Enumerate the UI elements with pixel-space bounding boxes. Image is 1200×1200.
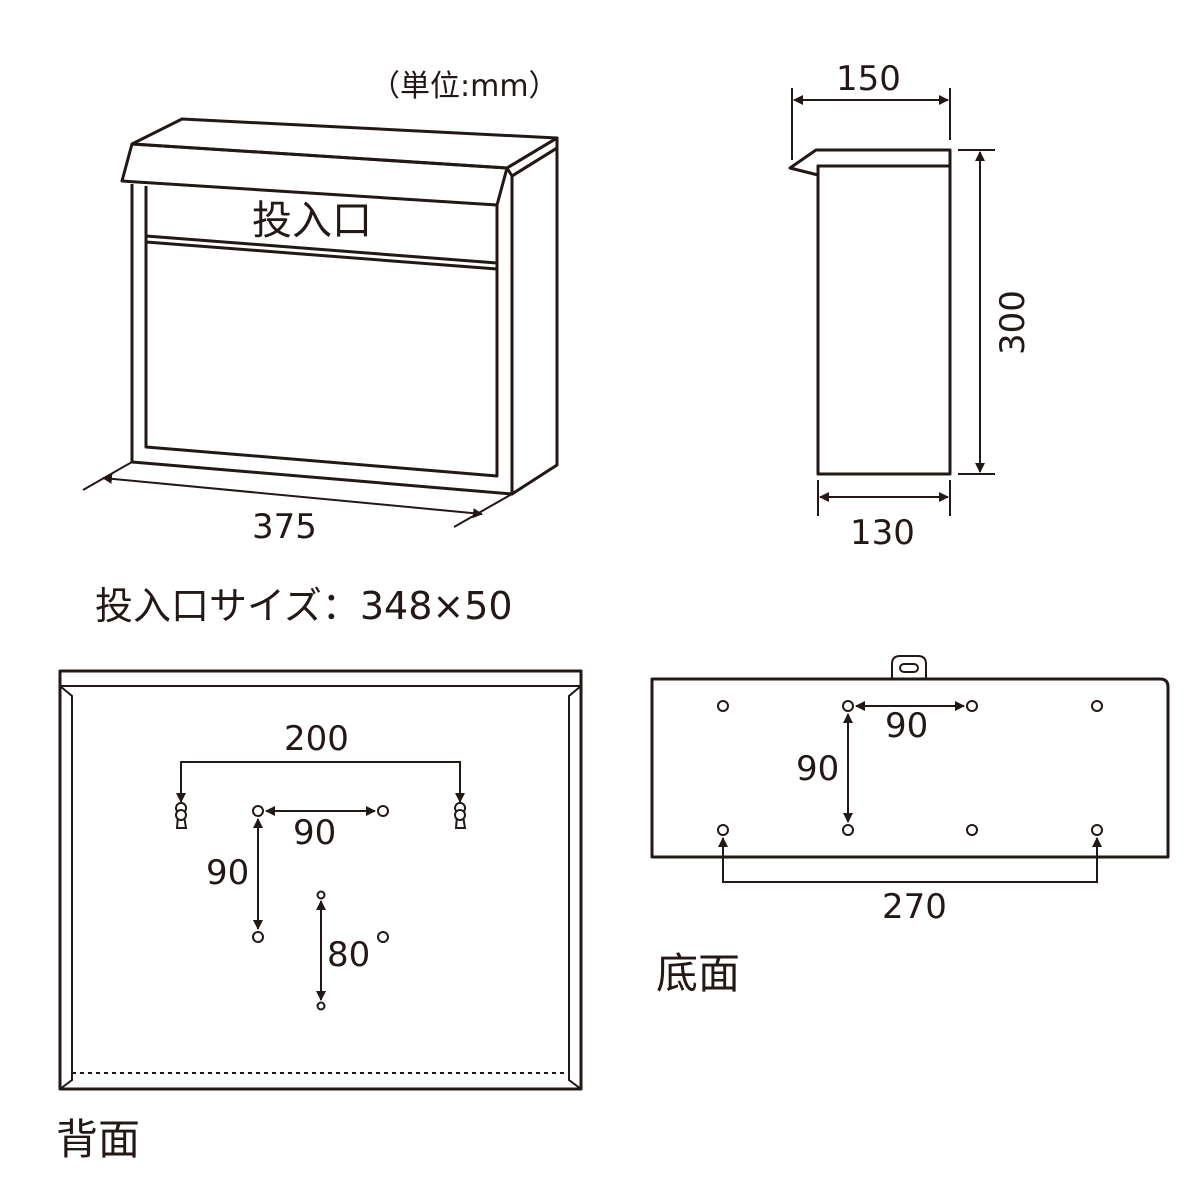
back-hole-e xyxy=(316,1001,326,1011)
back-hole-c xyxy=(252,931,264,943)
back-left-rim xyxy=(59,685,73,1090)
bottom-hole-3 xyxy=(966,700,978,712)
back-hole-d xyxy=(316,890,326,900)
front-lid-top xyxy=(130,117,559,170)
bottom-span-line xyxy=(718,837,1102,883)
side-body xyxy=(816,164,952,476)
bottom-outline xyxy=(650,677,1170,859)
slot-size: 投入口サイズ：348×50 xyxy=(95,584,513,628)
bottom-view: 90 90 270 底面 xyxy=(650,655,1170,998)
bottom-depth-value: 130 xyxy=(850,513,915,553)
top-depth-value: 150 xyxy=(836,59,901,99)
door-top-line-2 xyxy=(145,240,498,271)
back-view: 200 90 90 80 背面 xyxy=(56,669,583,1164)
side-lid xyxy=(788,148,952,177)
door-top-line xyxy=(145,234,498,265)
bottom-tab xyxy=(891,655,927,679)
bottom-title: 底面 xyxy=(656,949,740,998)
front-body-inner xyxy=(144,186,499,478)
back-hole-h-value: 90 xyxy=(293,813,336,853)
bottom-hole-1 xyxy=(717,700,729,712)
bottom-hole-8 xyxy=(1091,824,1103,836)
bottom-hole-v-value: 90 xyxy=(796,749,839,789)
bottom-span-value: 270 xyxy=(882,887,947,927)
bottom-hole-7 xyxy=(966,824,978,836)
bottom-hole-4 xyxy=(1091,700,1103,712)
back-hole-a xyxy=(252,805,264,817)
back-hole-f xyxy=(377,931,389,943)
slot-label: 投入口 xyxy=(252,198,372,244)
side-view: 150 300 130 xyxy=(788,59,1033,553)
front-view: （単位:mm） 投入口 375 投入口サイズ：348×50 xyxy=(82,69,559,628)
keyhole-left-head xyxy=(175,809,187,821)
back-outline xyxy=(58,669,583,1091)
front-body-side xyxy=(510,146,559,496)
hook-spacing-value: 200 xyxy=(284,719,349,759)
front-lid-face xyxy=(120,142,509,207)
width-value: 375 xyxy=(252,507,317,547)
back-title: 背面 xyxy=(56,1115,140,1164)
bottom-hole-6 xyxy=(842,824,854,836)
back-hole-v2-value: 80 xyxy=(327,935,370,975)
bottom-hole-h-value: 90 xyxy=(885,706,928,746)
bottom-tab-slot xyxy=(899,663,919,673)
back-hole-v-value: 90 xyxy=(206,853,249,893)
bottom-hole-2 xyxy=(842,700,854,712)
back-hole-b xyxy=(377,805,389,817)
unit-note: （単位:mm） xyxy=(370,69,559,104)
width-dimension-line xyxy=(102,473,483,519)
back-right-rim xyxy=(568,685,582,1090)
height-value: 300 xyxy=(993,290,1033,355)
keyhole-right-head xyxy=(454,809,466,821)
width-ext-right xyxy=(453,493,513,528)
front-lid-side xyxy=(505,136,559,178)
bottom-hole-5 xyxy=(717,824,729,836)
width-ext-left xyxy=(82,461,133,491)
hook-spacing-line xyxy=(176,761,465,803)
